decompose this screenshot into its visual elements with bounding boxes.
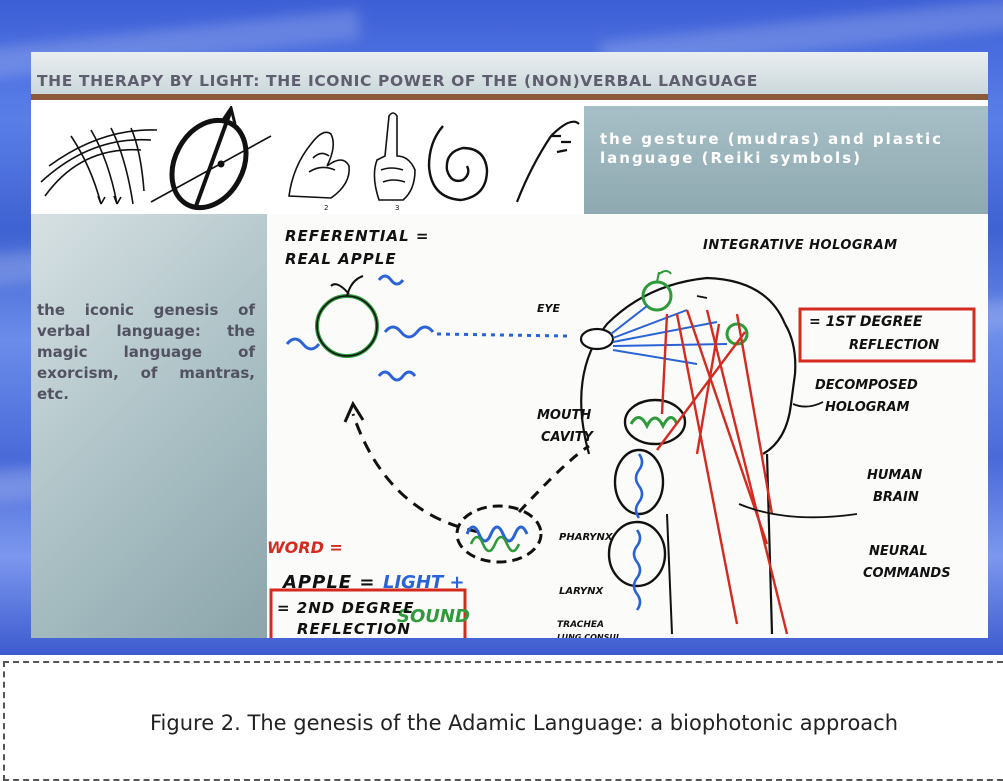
label-word: WORD = [267, 538, 343, 557]
title-rule [31, 94, 988, 100]
light-wave [385, 327, 433, 337]
label-brain: BRAIN [873, 490, 919, 505]
figure-caption: Figure 2. The genesis of the Adamic Lang… [150, 711, 898, 735]
symbol-number-3: 3 [395, 204, 399, 212]
slide-title: THE THERAPY BY LIGHT: THE ICONIC POWER O… [37, 72, 758, 90]
label-neural: NEURAL [869, 544, 928, 559]
label-mouth: MOUTH [537, 408, 591, 423]
label-second-degree: = 2ND DEGREE [277, 599, 415, 617]
label-light: LIGHT + [383, 572, 465, 593]
label-trachea: TRACHEA [557, 620, 604, 630]
ellipse-arrow-symbol [151, 107, 271, 214]
symbol-strip: 2 3 [31, 106, 584, 214]
slide-panel: THE THERAPY BY LIGHT: THE ICONIC POWER O… [31, 52, 988, 638]
symbols-svg: 2 3 [31, 106, 584, 214]
label-first-reflection: REFLECTION [849, 338, 939, 353]
label-decomposed: DECOMPOSED [815, 378, 918, 393]
pharynx-shape [615, 450, 663, 514]
label-hologram: HOLOGRAM [825, 400, 909, 415]
label-second-reflection: REFLECTION [297, 620, 411, 638]
diagram-area: REFERENTIAL = REAL APPLE EYE INTEGRATIVE… [267, 214, 988, 638]
label-referential: REFERENTIAL = [285, 227, 429, 245]
label-human: HUMAN [867, 468, 922, 483]
gesture-text: the gesture (mudras) and plastic languag… [600, 130, 970, 168]
back-head-outline [763, 324, 795, 454]
label-lung: LUNG CONSUL [557, 634, 621, 638]
hologram-rays [611, 306, 727, 364]
spiral-symbol [429, 126, 487, 200]
label-integrative-hologram: INTEGRATIVE HOLOGRAM [703, 238, 898, 253]
left-box [31, 214, 267, 638]
label-real-apple: REAL APPLE [285, 250, 397, 268]
mudra-hands-symbol: 2 [289, 132, 349, 212]
title-bar: THE THERAPY BY LIGHT: THE ICONIC POWER O… [31, 52, 988, 100]
zigzag-symbol [517, 122, 579, 202]
label-pharynx: PHARYNX [559, 532, 613, 543]
throat-outline [667, 514, 672, 634]
neck-outline [767, 454, 772, 634]
label-commands: COMMANDS [863, 566, 951, 581]
raised-finger-hand-symbol: 3 [374, 113, 415, 212]
grid-wave-symbol [41, 128, 157, 204]
cycle-arrow [353, 414, 479, 532]
label-larynx: LARYNX [559, 586, 603, 597]
symbol-number-2: 2 [324, 204, 328, 212]
eye-shape [581, 329, 613, 349]
left-text: the iconic genesis of verbal language: t… [37, 300, 255, 405]
label-cavity: CAVITY [541, 430, 593, 445]
dotted-light-path [437, 334, 567, 336]
word-sound-shape [457, 506, 541, 562]
gesture-box: the gesture (mudras) and plastic languag… [584, 106, 988, 214]
label-apple-eq: APPLE = [283, 572, 375, 593]
label-eye: EYE [537, 302, 560, 315]
label-first-degree: = 1ST DEGREE [809, 314, 922, 330]
